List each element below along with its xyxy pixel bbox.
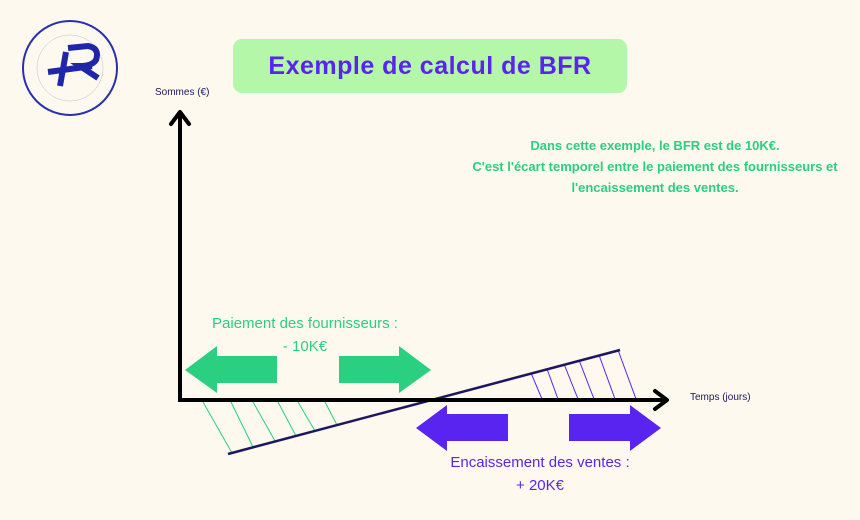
supplier-label-text: Paiement des fournisseurs : bbox=[212, 315, 398, 332]
note-line: C'est l'écart temporel entre le paiement… bbox=[472, 159, 838, 174]
logo-stamp bbox=[22, 20, 118, 116]
page-title: Exemple de calcul de BFR bbox=[268, 51, 592, 80]
x-axis bbox=[178, 389, 669, 411]
sales-hatch bbox=[530, 349, 637, 400]
supplier-right-arrow-icon bbox=[339, 346, 431, 393]
sales-collection-label: Encaissement des ventes : + 20K€ bbox=[410, 451, 670, 497]
y-axis-label: Sommes (€) bbox=[155, 87, 210, 98]
sales-left-arrow-icon bbox=[416, 405, 508, 451]
explanation-note: Dans cette exemple, le BFR est de 10K€. … bbox=[470, 135, 840, 198]
note-line: l'encaissement des ventes. bbox=[571, 180, 739, 195]
sales-amount: + 20K€ bbox=[516, 477, 564, 494]
supplier-hatch bbox=[202, 401, 338, 454]
supplier-amount: - 10K€ bbox=[282, 338, 328, 355]
title-banner: Exemple de calcul de BFR bbox=[233, 39, 627, 93]
x-axis-label: Temps (jours) bbox=[690, 392, 751, 403]
supplier-left-arrow-icon bbox=[185, 346, 277, 393]
y-axis bbox=[169, 110, 191, 402]
sales-label-text: Encaissement des ventes : bbox=[450, 454, 630, 471]
sales-right-arrow-icon bbox=[569, 405, 661, 451]
note-line: Dans cette exemple, le BFR est de 10K€. bbox=[530, 138, 780, 153]
supplier-payment-label: Paiement des fournisseurs : - 10K€ bbox=[180, 312, 430, 358]
